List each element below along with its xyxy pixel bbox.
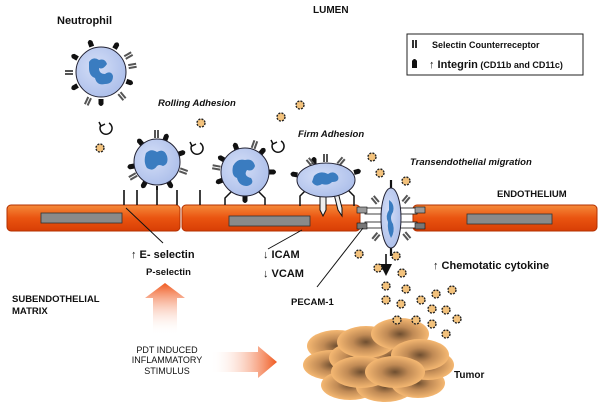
cytokine [416,295,426,305]
e-selectin-pointer [125,207,164,244]
cytokine [95,143,105,153]
cytokine [392,315,402,325]
e-selectin-stalks [123,190,201,205]
integrin-extra: (CD11b and CD11c) [478,60,563,70]
endothelium [6,204,598,232]
cytokine [381,295,391,305]
cytokine [354,249,364,259]
stimulus-up-arrow-icon [145,283,185,335]
legend-integrin-label: ↑ Integrin (CD11b and CD11c) [429,59,563,71]
legend: Selectin Counterreceptor ↑ Integrin (CD1… [406,33,584,76]
selectin-counterreceptor-icon [412,40,417,48]
tumor-label: Tumor [454,370,484,381]
stimulus-label-3: STIMULUS [144,366,190,376]
endothelial-nucleus [466,213,553,225]
neutrophil-rolling-2 [211,139,276,205]
p-selectin-label: P-selectin [146,267,191,278]
rolling-arrow-icon [270,139,285,153]
cytokine [441,329,451,339]
stimulus-label-1: PDT INDUCED [136,345,198,355]
cytokine [427,319,437,329]
cytokine [397,268,407,278]
neutrophil-transmigrating [356,180,426,256]
lumen-label: LUMEN [313,5,349,16]
neutrophil-free [65,39,137,106]
cytokine [427,304,437,314]
vcam-label: ↓ VCAM [263,268,304,280]
cytokine [411,315,421,325]
cytokine [401,284,411,294]
cytokine [396,299,406,309]
icam-label: ↓ ICAM [263,249,300,261]
pecam-pointer [316,227,364,288]
integrin-icon [412,59,417,68]
firm-adhesion-label: Firm Adhesion [298,129,364,140]
cytokine [295,100,305,110]
cytokine [381,281,391,291]
tumor-cell [365,356,425,388]
neutrophil-firm-adhesion [290,154,362,218]
tumor [303,318,454,402]
endothelial-nucleus [228,215,311,227]
endothelium-label: ENDOTHELIUM [497,189,567,200]
cytokine [391,251,401,261]
integrin-bold: ↑ Integrin [429,59,478,71]
cytokine [375,168,385,178]
cytokine [367,152,377,162]
cytokine [452,314,462,324]
cytokine [276,112,286,122]
stimulus-right-arrow-icon [210,346,277,378]
cytokine [441,305,451,315]
rolling-arrow-icon [189,141,204,155]
cytokine [431,289,441,299]
endothelial-nucleus [40,212,123,224]
rolling-arrow-icon [98,121,113,135]
stimulus-label-2: INFLAMMATORY [132,355,203,365]
cytokine [447,285,457,295]
cytokine [196,118,206,128]
legend-selectin-label: Selectin Counterreceptor [432,40,540,50]
subendothelial-label-2: MATRIX [12,306,48,317]
subendothelial-label-1: SUBENDOTHELIAL [12,294,100,305]
neutrophil-rolling-1 [127,130,189,190]
chemotatic-cytokine-label: ↑ Chemotatic cytokine [433,260,549,272]
icam-pointer [267,229,303,250]
rolling-adhesion-label: Rolling Adhesion [158,98,236,109]
cytokine [401,176,411,186]
e-selectin-label: ↑ E- selectin [131,249,195,261]
pecam-label: PECAM-1 [291,297,334,308]
transendothelial-migration-label: Transendothelial migration [410,157,532,168]
migration-down-arrow-icon [380,254,392,276]
neutrophil-label: Neutrophil [57,15,112,27]
cytokine [373,263,383,273]
